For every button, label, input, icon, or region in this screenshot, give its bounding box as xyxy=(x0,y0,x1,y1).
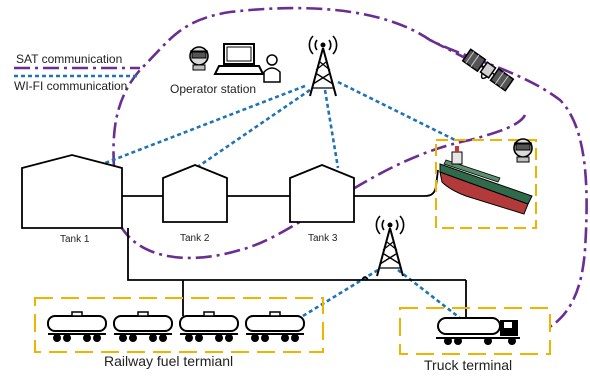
rail-tank-car-icon xyxy=(113,311,173,343)
legend: SAT communication WI-FI communication xyxy=(14,52,140,93)
satellite-icon xyxy=(461,48,515,92)
computer-icon xyxy=(213,43,265,75)
railway-terminal-box xyxy=(34,297,324,353)
truck-terminal-box xyxy=(399,307,551,355)
tank-1: Tank 1 xyxy=(21,154,123,245)
antenna-tower-icon xyxy=(375,215,405,277)
tank-2: Tank 2 xyxy=(162,164,228,244)
operator-station-label: Operator station xyxy=(170,82,256,96)
tank-3-label: Tank 3 xyxy=(308,233,338,244)
sat-modem-icon xyxy=(513,138,533,163)
railway-terminal-label: Railway fuel termianl xyxy=(104,353,233,369)
rail-tank-car-icon xyxy=(179,311,239,343)
legend-wifi-label: WI-FI communication xyxy=(14,79,127,93)
wifi-links xyxy=(99,80,461,332)
tanker-ship-icon xyxy=(439,146,533,215)
operator-station: Operator station xyxy=(170,43,281,96)
rail-tank-car-icon xyxy=(245,311,305,343)
ship-terminal-box xyxy=(435,139,537,229)
tank-1-label: Tank 1 xyxy=(60,234,90,245)
rail-tank-car-icon xyxy=(47,311,107,343)
legend-sat-label: SAT communication xyxy=(16,52,122,66)
sat-modem-icon xyxy=(189,46,209,71)
truck-terminal-label: Truck terminal xyxy=(424,357,512,373)
tank-truck-icon xyxy=(436,317,520,345)
tank-3: Tank 3 xyxy=(289,164,355,244)
person-icon xyxy=(263,54,281,83)
antenna-tower-icon xyxy=(308,35,338,97)
tank-2-label: Tank 2 xyxy=(180,233,210,244)
